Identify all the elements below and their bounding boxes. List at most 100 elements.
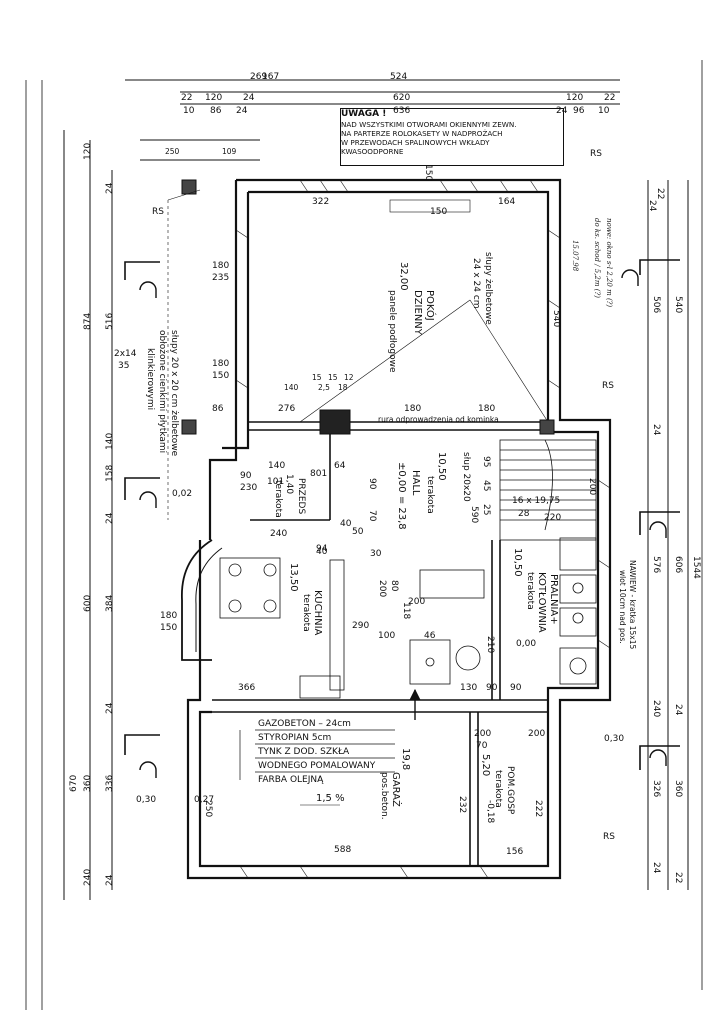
dim-left-3: 140 bbox=[105, 432, 115, 450]
dim-top-5: 620 bbox=[393, 93, 411, 103]
label-rs-4: RS bbox=[603, 832, 615, 842]
dim-right-1: 24 bbox=[647, 200, 657, 212]
dim-int-50: 220 bbox=[544, 513, 562, 523]
dim-int-52: 95 bbox=[481, 456, 491, 468]
staircase bbox=[499, 439, 597, 541]
dim-int-58: 15 bbox=[312, 373, 322, 382]
dim-top-13: 269 bbox=[250, 72, 268, 82]
section-markers bbox=[124, 259, 680, 770]
dim-int-56: 250 bbox=[203, 800, 213, 818]
room-pokoj-area: 32,00 bbox=[398, 262, 409, 291]
dim-int-48: 222 bbox=[533, 800, 543, 818]
dim-left-16: 35 bbox=[118, 361, 130, 371]
dim-top-1: 120 bbox=[205, 93, 223, 103]
label-stairs: 16 x 19,75 bbox=[512, 496, 561, 506]
outer-walls bbox=[186, 178, 612, 880]
dim-int-46: 232 bbox=[457, 796, 467, 814]
dim-int-37: 290 bbox=[352, 621, 370, 631]
level-plus-030: 0,30 bbox=[604, 734, 625, 744]
room-pokoj-name: POKÓJ bbox=[424, 290, 435, 321]
dim-int-47: 588 bbox=[334, 845, 352, 855]
room-pralnia-name: PRALNIA+ bbox=[548, 574, 559, 625]
note-line-4: KWASOODPORNE bbox=[341, 147, 404, 157]
label-stairs-2: 28 bbox=[518, 509, 530, 519]
interior-walls bbox=[212, 421, 548, 866]
dim-right-6: 606 bbox=[673, 556, 683, 574]
dim-right-4: 24 bbox=[651, 424, 661, 436]
label-columns-left-3: klinkierowymi bbox=[145, 348, 155, 411]
dim-left-10: 670 bbox=[69, 774, 79, 792]
dim-left-7: 600 bbox=[83, 594, 93, 612]
dim-right-2: 506 bbox=[651, 296, 661, 314]
ceiling-diagonal-1 bbox=[299, 299, 471, 423]
dim-int-7: 235 bbox=[212, 273, 230, 283]
dim-int-53: 45 bbox=[481, 480, 491, 492]
room-garaz-area: 19,8 bbox=[400, 748, 411, 771]
room-kuchnia-floor: terakota bbox=[301, 594, 311, 632]
level-minus-030: 0,30 bbox=[136, 795, 157, 805]
room-kuchnia-area: 13,50 bbox=[288, 563, 299, 592]
kitchen-furniture bbox=[219, 557, 451, 699]
handwritten-note-1: nowe: okno s-l 2,20 m (?) bbox=[605, 218, 613, 308]
legend-line-1: GAZOBETON – 24cm bbox=[258, 719, 351, 729]
dim-top-11: 22 bbox=[604, 93, 616, 103]
room-pralnia-area: 10,50 bbox=[512, 548, 523, 577]
dim-left-15: 2x14 bbox=[114, 349, 137, 359]
room-pokoj-floor: panele podłogowe bbox=[387, 290, 397, 373]
window-top bbox=[389, 199, 471, 213]
dim-left-5: 158 bbox=[105, 464, 115, 482]
dim-int-20: 90 bbox=[367, 478, 377, 490]
dim-int-42: 118 bbox=[401, 602, 411, 620]
level-plus-000: 0,00 bbox=[516, 639, 537, 649]
level-minus-018: -0,18 bbox=[485, 800, 495, 824]
legend-line-4: WODNEGO POMALOWANY bbox=[258, 761, 376, 771]
room-hall-floor: terakota bbox=[425, 476, 435, 514]
dim-right-8: 240 bbox=[651, 700, 661, 718]
dim-int-59: 15 bbox=[328, 373, 338, 382]
dim-top-2: 86 bbox=[210, 106, 222, 116]
dim-int-15: 101 bbox=[267, 477, 285, 487]
dim-right-11: 326 bbox=[651, 780, 661, 798]
room-hall-name: HALL bbox=[410, 470, 421, 496]
dim-int-55: 590 bbox=[469, 506, 479, 524]
dim-int-61: 2,5 bbox=[318, 383, 330, 392]
dim-top-6: 636 bbox=[393, 106, 411, 116]
dim-int-38: 90 bbox=[510, 683, 522, 693]
label-rs-1: RS bbox=[152, 207, 164, 217]
dim-int-62: 18 bbox=[338, 383, 348, 392]
wall-hatching bbox=[235, 179, 611, 879]
legend-leaders bbox=[239, 729, 395, 780]
dim-int-3: 150 bbox=[430, 207, 448, 217]
column-marker-1 bbox=[181, 179, 197, 195]
dim-int-35: 100 bbox=[378, 631, 396, 641]
room-pomgosp-name: POM.GOSP bbox=[505, 766, 515, 815]
dim-int-60: 12 bbox=[344, 373, 354, 382]
warning-note: UWAGA ! NAD WSZYSTKIMI OTWORAMI OKIENNYM… bbox=[340, 108, 564, 166]
dim-int-5: 150 bbox=[423, 164, 433, 182]
dim-left-14: 24 bbox=[105, 874, 115, 886]
dim-int-18: 64 bbox=[334, 461, 346, 471]
column-marker-2 bbox=[181, 419, 197, 435]
label-columns-main-size: 24 x 24 cm bbox=[471, 258, 481, 309]
legend-line-2: STYROPIAN 5cm bbox=[258, 733, 332, 743]
dim-int-34: 200 bbox=[408, 597, 426, 607]
dim-right-10: 360 bbox=[673, 780, 683, 798]
ceiling-diagonal-2 bbox=[469, 299, 549, 423]
room-pralnia-name2: KOTŁOWNIA bbox=[536, 572, 547, 633]
dim-int-6: 180 bbox=[212, 261, 230, 271]
dim-int-22: 240 bbox=[270, 529, 288, 539]
dim-int-16: 90 bbox=[240, 471, 252, 481]
dim-int-26: 150 bbox=[160, 623, 178, 633]
room-pomgosp-area: 5,20 bbox=[480, 754, 491, 777]
dim-int-45: 200 bbox=[528, 729, 546, 739]
dim-int-54: 25 bbox=[481, 504, 491, 516]
room-garaz-floor: pos.beton. bbox=[379, 772, 389, 820]
dim-int-39: 210 bbox=[485, 636, 495, 654]
note-line-3: W PRZEWODACH SPALINOWYCH WKŁADY bbox=[341, 138, 490, 148]
dim-int-28: 40 bbox=[340, 519, 352, 529]
dim-left-12: 336 bbox=[105, 774, 115, 792]
dim-int-24: 40 bbox=[316, 547, 328, 557]
label-columns-left: słupy 20 x 20 cm żelbetowe bbox=[169, 330, 179, 457]
dim-int-49: 156 bbox=[506, 847, 524, 857]
dim-int-32: 200 bbox=[377, 580, 387, 598]
